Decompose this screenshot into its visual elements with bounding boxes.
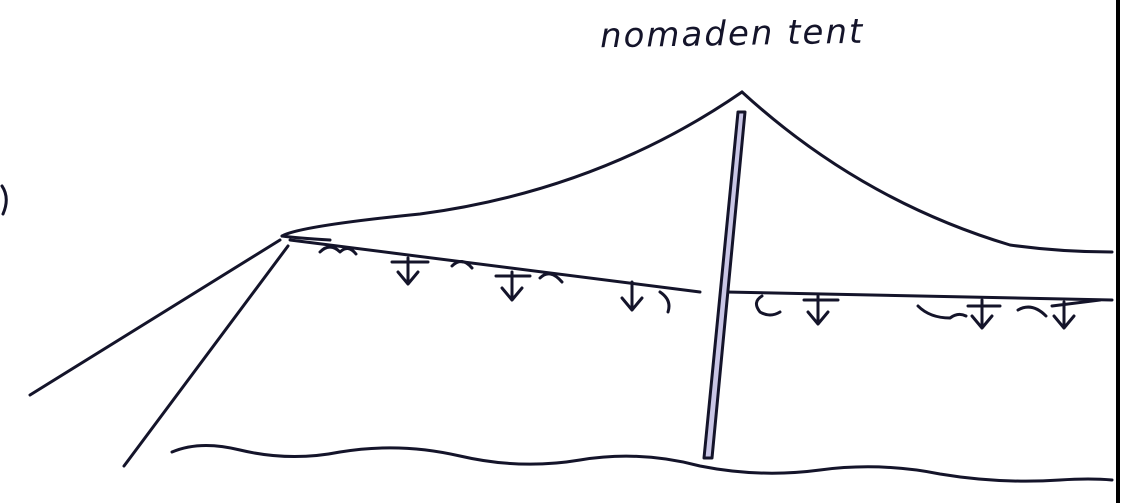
image-border [1116,0,1120,503]
eave-line-right [726,292,1112,300]
tent-roof-right [742,92,1112,252]
guy-rope-left [30,240,280,395]
eave-line [290,240,700,292]
support-line-left [124,246,288,466]
sketch-caption: nomaden tent [600,12,865,57]
ground-line [172,445,1112,481]
tent-pole [704,112,745,458]
tent-roof-left [282,92,742,236]
edge-mark [2,186,6,214]
